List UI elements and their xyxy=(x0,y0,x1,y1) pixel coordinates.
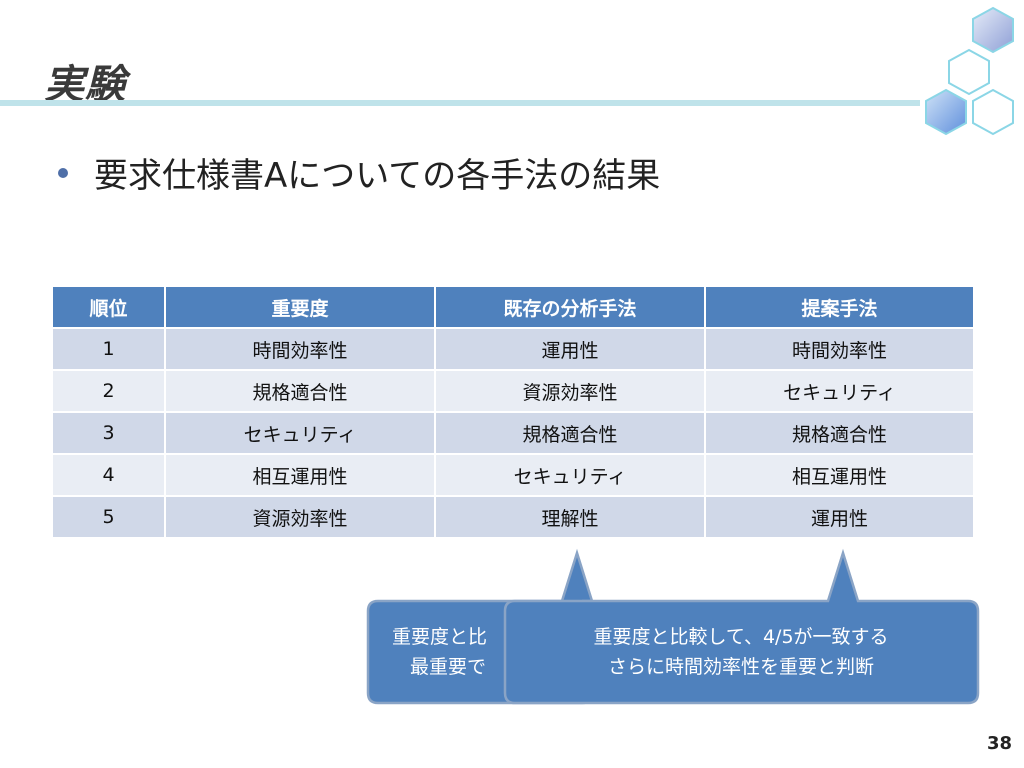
cell-rank: 4 xyxy=(53,453,166,496)
header-proposed-method: 提案手法 xyxy=(705,287,973,328)
cell-existing: 理解性 xyxy=(435,495,706,537)
hexagon-decoration xyxy=(925,6,1014,136)
cell-existing: 資源効率性 xyxy=(435,369,706,412)
table-row: 2 規格適合性 資源効率性 セキュリティ xyxy=(53,369,973,412)
cell-importance: 規格適合性 xyxy=(165,369,436,412)
table-row: 1 時間効率性 運用性 時間効率性 xyxy=(53,327,973,370)
callout-front-line1: 重要度と比較して、4/5が一致する xyxy=(593,626,889,648)
table-row: 3 セキュリティ 規格適合性 規格適合性 xyxy=(53,411,973,454)
cell-existing: 規格適合性 xyxy=(435,411,706,454)
table-header-row: 順位 重要度 既存の分析手法 提案手法 xyxy=(53,287,973,328)
header-rank: 順位 xyxy=(53,287,166,328)
cell-rank: 1 xyxy=(53,327,166,370)
cell-existing: セキュリティ xyxy=(435,453,706,496)
callout-back-line1: 重要度と比 xyxy=(392,626,488,648)
header-existing-method: 既存の分析手法 xyxy=(435,287,706,328)
hexagon-middle xyxy=(948,48,990,96)
cell-proposed: 運用性 xyxy=(705,495,973,537)
cell-importance: 相互運用性 xyxy=(165,453,436,496)
cell-proposed: 時間効率性 xyxy=(705,327,973,370)
bullet-item: 要求仕様書Aについての各手法の結果 xyxy=(58,148,660,197)
hexagon-right xyxy=(972,88,1014,136)
callout-back-text: 重要度と比 最重要で xyxy=(392,622,504,682)
title-underline xyxy=(0,100,920,106)
cell-rank: 2 xyxy=(53,369,166,412)
callout-front-line2: さらに時間効率性を重要と判断 xyxy=(607,656,874,678)
table-row: 5 資源効率性 理解性 運用性 xyxy=(53,495,973,537)
cell-proposed: 相互運用性 xyxy=(705,453,973,496)
cell-importance: 資源効率性 xyxy=(165,495,436,537)
cell-importance: セキュリティ xyxy=(165,411,436,454)
cell-existing: 運用性 xyxy=(435,327,706,370)
bullet-text: 要求仕様書Aについての各手法の結果 xyxy=(94,156,661,196)
page-number: 38 xyxy=(986,733,1012,754)
cell-proposed: セキュリティ xyxy=(705,369,973,412)
cell-rank: 5 xyxy=(53,495,166,537)
table-row: 4 相互運用性 セキュリティ 相互運用性 xyxy=(53,453,973,496)
hexagon-top xyxy=(972,6,1014,54)
bullet-dot-icon xyxy=(58,167,68,178)
cell-proposed: 規格適合性 xyxy=(705,411,973,454)
callout-front-text: 重要度と比較して、4/5が一致する さらに時間効率性を重要と判断 xyxy=(510,622,972,682)
results-table: 順位 重要度 既存の分析手法 提案手法 1 時間効率性 運用性 時間効率性 2 … xyxy=(53,287,973,537)
hexagon-filled xyxy=(925,88,967,136)
callout-back-line2: 最重要で xyxy=(410,656,487,678)
cell-importance: 時間効率性 xyxy=(165,327,436,370)
cell-rank: 3 xyxy=(53,411,166,454)
header-importance: 重要度 xyxy=(165,287,436,328)
